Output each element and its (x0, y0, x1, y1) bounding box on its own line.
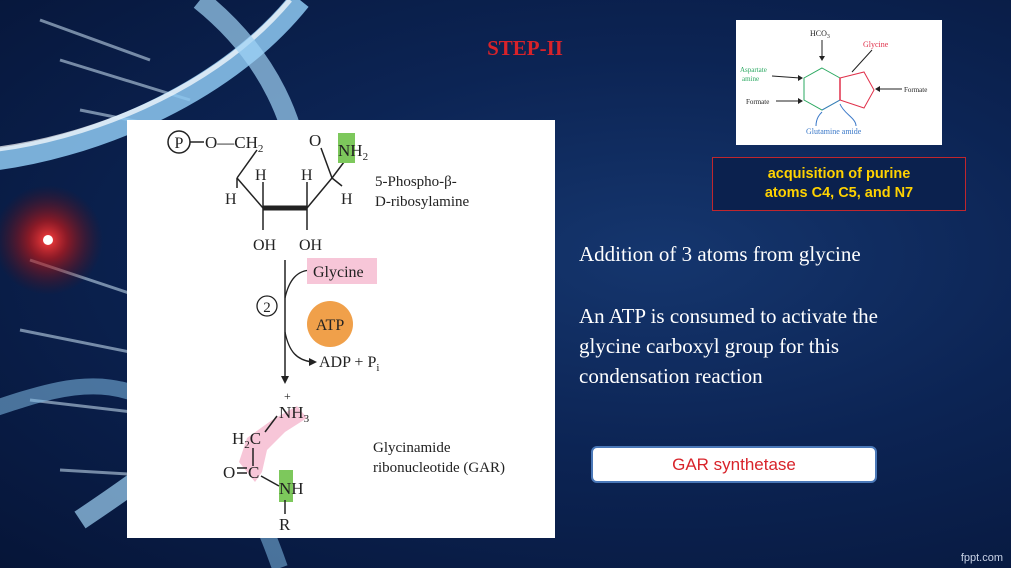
plus-sign: + (284, 389, 291, 403)
step-number-circle (256, 295, 278, 317)
ring-oxygen-label: O (309, 131, 321, 150)
nh-highlight (279, 470, 293, 502)
bullet-atp-line3: condensation reaction (579, 364, 763, 388)
hco3-label: HCO3 (810, 29, 830, 40)
substrate-name-line1: 5-Phospho-β- (375, 174, 457, 190)
carbonyl-oxygen-label: O (223, 463, 235, 482)
product-name-line1: Glycinamide (373, 440, 451, 456)
brand-watermark: fppt.com (960, 552, 1003, 564)
phosphate-label: P (175, 135, 184, 152)
pyrimidine-ring (803, 67, 841, 111)
formate-left-label: Formate (746, 98, 769, 106)
carbon-label: C (248, 463, 259, 482)
h-label-1: H (225, 191, 237, 208)
glycine-source-label: Glycine (863, 40, 889, 49)
h-label-4: H (341, 191, 353, 208)
bullet-atp-line2: glycine carboxyl group for this (579, 334, 840, 358)
slide-title: STEP-II (487, 36, 563, 60)
r-label: R (279, 515, 291, 534)
atp-circle (307, 301, 353, 347)
purine-ring-svg: HCO3 Glycine Aspartate amine Formate For… (740, 29, 927, 136)
glycine-highlight (307, 258, 377, 284)
bullet-glycine-addition: Addition of 3 atoms from glycine (579, 242, 861, 266)
nh3-label: NH3 (279, 403, 310, 425)
glycine-moiety-highlight (239, 406, 307, 482)
nh-label: NH (279, 479, 304, 498)
product-name-line2: ribonucleotide (GAR) (373, 460, 505, 476)
aspartate-label-line2: amine (742, 75, 759, 83)
nh2-label: NH2 (338, 141, 368, 163)
substrate-name-line2: D-ribosylamine (375, 194, 469, 210)
step-number: 2 (263, 300, 271, 316)
h-label-3: H (301, 167, 313, 184)
acquisition-line2: atoms C4, C5, and N7 (764, 185, 914, 201)
nh2-highlight (338, 133, 355, 163)
glycine-label: Glycine (313, 264, 364, 281)
h-label-2: H (255, 167, 267, 184)
oh-left-label: OH (253, 237, 277, 254)
imidazole-ring (839, 71, 875, 109)
formate-right-label: Formate (904, 86, 927, 94)
h2c-label: H2C (232, 429, 261, 451)
o-ch2-label: O—CH2 (205, 133, 263, 155)
aspartate-label-line1: Aspartate (740, 66, 767, 74)
purine-origin-diagram: HCO3 Glycine Aspartate amine Formate For… (736, 20, 942, 145)
adp-label: ADP + Pi (319, 354, 379, 374)
acquisition-line1: acquisition of purine (767, 166, 911, 182)
acquisition-callout: acquisition of purine atoms C4, C5, and … (712, 157, 966, 211)
atp-label: ATP (316, 317, 345, 334)
bullet-atp-line1: An ATP is consumed to activate the (579, 304, 879, 328)
oh-right-label: OH (299, 237, 323, 254)
reaction-panel: P O—CH2 O NH2 H H H H OH OH 5-Phospho-β-… (127, 120, 555, 538)
reaction-diagram: P O—CH2 O NH2 H H H H OH OH 5-Phospho-β-… (167, 130, 505, 534)
gar-synthetase-button[interactable]: GAR synthetase (591, 446, 877, 483)
glutamine-label: Glutamine amide (806, 127, 862, 136)
